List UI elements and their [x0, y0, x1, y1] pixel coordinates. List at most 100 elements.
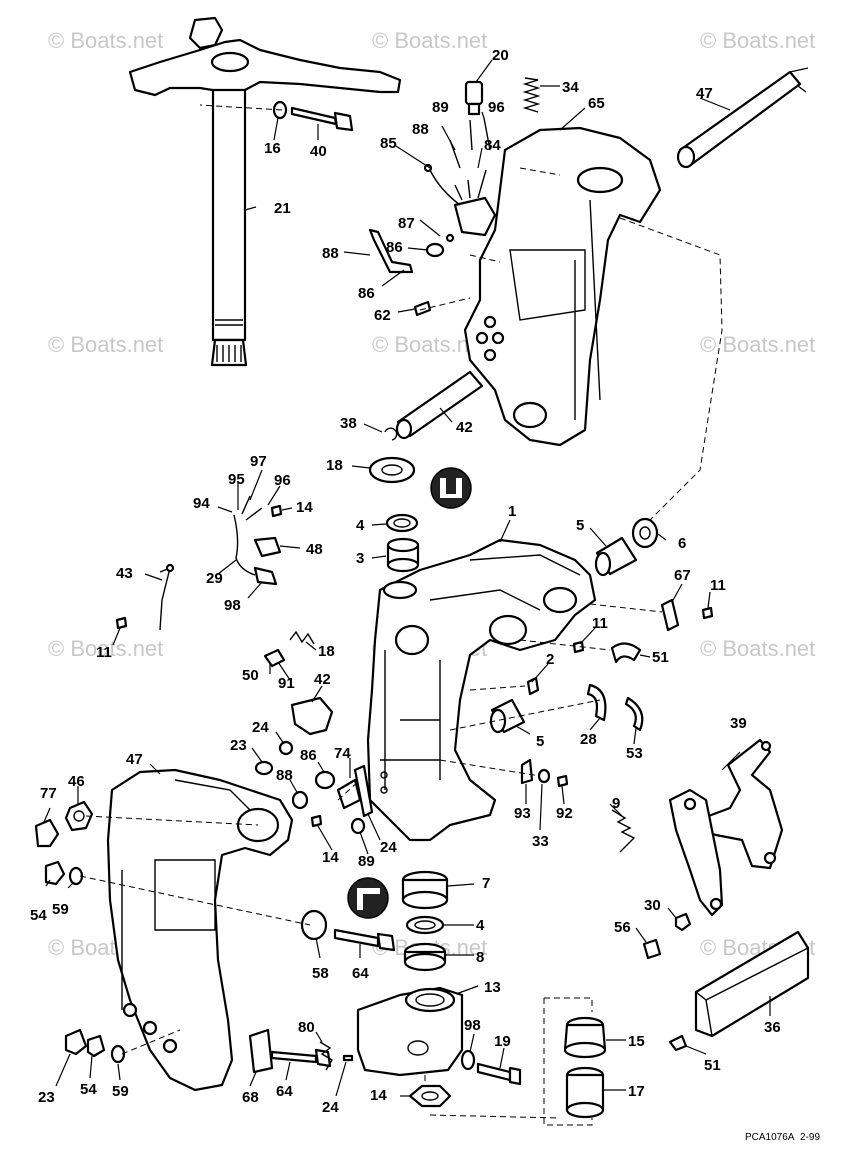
callout: 7: [482, 875, 490, 892]
callout: 14: [370, 1087, 387, 1104]
callout: 98: [224, 597, 241, 614]
part-87-roller: [445, 233, 455, 243]
callout: 4: [476, 917, 485, 934]
part-51-clip: [610, 642, 642, 664]
callout: 86: [300, 747, 317, 764]
callout: 67: [674, 567, 691, 584]
leader-lines: [43, 59, 771, 1097]
callout: 93: [514, 805, 531, 822]
callout: 28: [580, 731, 597, 748]
callout: 74: [334, 745, 351, 762]
part-93-harness: [233, 495, 278, 586]
part-59-bolt: [270, 1048, 332, 1068]
part-77-screw: [556, 774, 569, 788]
callout: 80: [298, 1019, 315, 1036]
part-44-nut: [64, 800, 94, 832]
callout: 46: [68, 773, 85, 790]
part-21-fitting: [464, 80, 484, 116]
seal-symbol: [347, 877, 389, 919]
callout: 2: [546, 651, 554, 668]
drawing-reference: PCA1076A 2-99: [745, 1132, 820, 1143]
part-42-pin: [395, 370, 484, 440]
part-4-seal: [385, 513, 419, 533]
callout: 95: [228, 471, 245, 488]
part-8-bearing: [403, 942, 447, 972]
part-68-spring: [319, 1041, 333, 1071]
part-38-ring: [384, 427, 398, 441]
callout: 94: [193, 495, 210, 512]
part-47-tube: [676, 67, 809, 169]
callout: 51: [652, 649, 669, 666]
part-7-bushing: [401, 870, 449, 910]
part-23-nut: [64, 1028, 88, 1056]
part-58-screw: [413, 300, 432, 317]
callout: 65: [588, 95, 605, 112]
callout: 96: [488, 99, 505, 116]
callout: 64: [276, 1083, 293, 1100]
part-5-bushing: [594, 536, 638, 577]
callout: 20: [492, 47, 509, 64]
part-12-screw: [270, 504, 283, 518]
callout: 54: [30, 907, 47, 924]
callout: 97: [250, 453, 267, 470]
callout: 48: [306, 541, 323, 558]
callout: 36: [764, 1019, 781, 1036]
part-45-stern-bracket: [106, 768, 294, 1092]
callout: 92: [556, 805, 573, 822]
part-50-clip: [624, 696, 644, 732]
part-12-screw: [310, 814, 323, 828]
callout: 1: [508, 503, 516, 520]
callout: 98: [464, 1017, 481, 1034]
callout: 53: [626, 745, 643, 762]
callout: 56: [614, 919, 631, 936]
callout: 39: [730, 715, 747, 732]
part-98-washer: [460, 1049, 476, 1071]
part-49-screw: [668, 1034, 688, 1052]
callout: 85: [380, 135, 397, 152]
callout: 8: [476, 949, 484, 966]
callout: 14: [322, 849, 339, 866]
callout: 89: [432, 99, 449, 116]
part-82-washer: [291, 790, 309, 810]
part-36-spring: [522, 77, 541, 113]
callout: 11: [592, 615, 608, 632]
callout: 47: [696, 85, 713, 102]
callout: 33: [532, 833, 549, 850]
part-5-bushing: [489, 698, 526, 734]
callout-labels: 20 34 65 47 89 96 88 85 84 16 40 21 87 8…: [30, 47, 781, 1116]
part-37-tilt-lever: [668, 738, 784, 917]
callout: 88: [322, 245, 339, 262]
part-25-pin: [353, 764, 374, 818]
callout: 59: [112, 1083, 129, 1100]
callout: 58: [312, 965, 329, 982]
callout: 23: [38, 1089, 55, 1106]
callout: 68: [242, 1089, 259, 1106]
part-13-clamp: [356, 986, 464, 1077]
watermark: © Boats.net: [48, 636, 163, 661]
part-4-seal: [405, 915, 445, 935]
callout: 3: [356, 550, 364, 567]
callout: 86: [386, 239, 403, 256]
part-19-bolt: [476, 1062, 522, 1086]
callout: 40: [310, 143, 327, 160]
part-20-washer: [368, 456, 416, 484]
part-24-swivel-shaft: [128, 16, 402, 367]
callout: 21: [274, 200, 291, 217]
drawing-code: PCA1076A: [745, 1132, 795, 1143]
callout: 47: [126, 751, 143, 768]
part-86-spacer: [425, 242, 445, 258]
callout: 23: [230, 737, 247, 754]
part-33-pad: [694, 930, 810, 1038]
callout: 11: [96, 644, 112, 661]
callout: 16: [264, 140, 281, 157]
callout: 54: [80, 1081, 97, 1098]
part-46-pin: [263, 648, 286, 668]
callout: 19: [494, 1033, 511, 1050]
watermark: © Boats.net: [372, 28, 487, 53]
callout: 87: [398, 215, 415, 232]
callout: 30: [644, 897, 661, 914]
callout: 17: [628, 1083, 645, 1100]
part-40-bolt: [290, 106, 354, 132]
part-28-nut: [278, 740, 294, 756]
part-88-lever: [368, 228, 414, 274]
